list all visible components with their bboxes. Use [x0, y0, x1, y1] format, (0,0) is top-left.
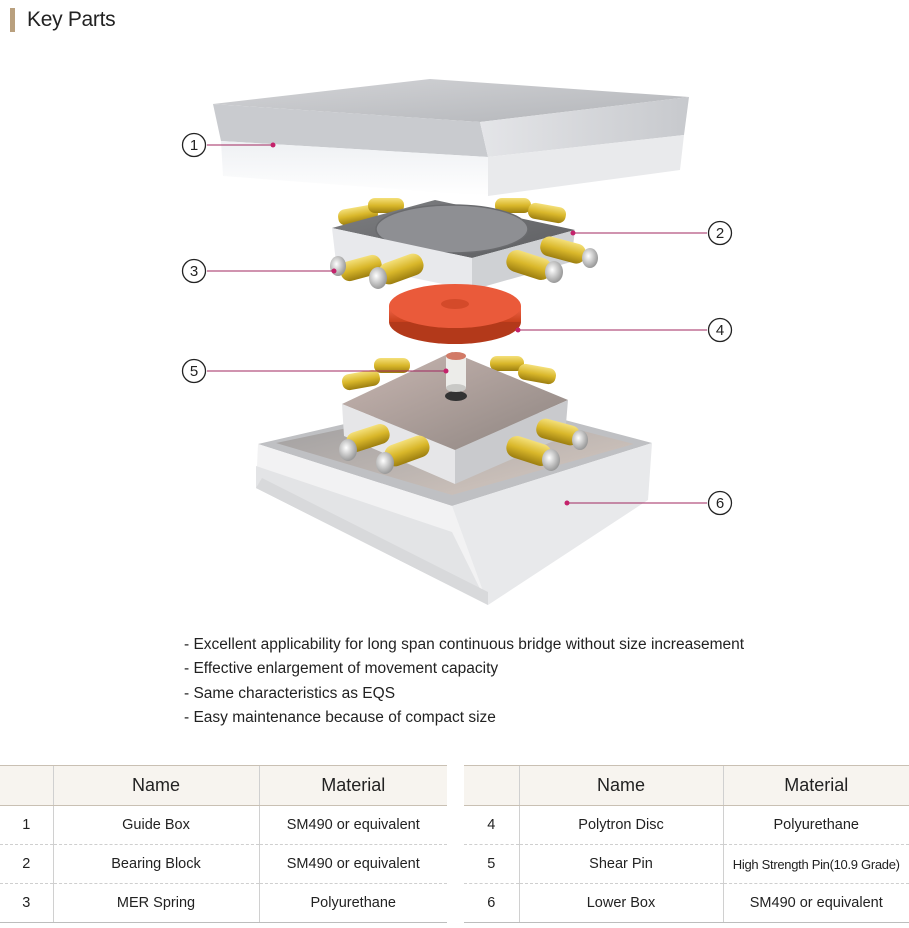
- shear-pin-part: [446, 352, 466, 392]
- callout-3: 3: [181, 258, 337, 284]
- callout-4: 4: [515, 317, 733, 343]
- cell-name: Bearing Block: [52, 844, 259, 884]
- column-header-material: Material: [258, 765, 447, 806]
- table-row: 2 Bearing Block SM490 or equivalent: [0, 844, 447, 884]
- feature-item: - Excellent applicability for long span …: [184, 636, 745, 653]
- cell-no: 5: [464, 844, 519, 884]
- cell-name: Polytron Disc: [518, 805, 723, 845]
- page-title: Key Parts: [27, 8, 116, 31]
- parts-table-left: Name Material 1 Guide Box SM490 or equiv…: [0, 765, 447, 923]
- feature-list: - Excellent applicability for long span …: [184, 633, 744, 730]
- callout-2-label: 2: [716, 225, 724, 242]
- cell-name: MER Spring: [52, 883, 259, 923]
- column-header-no: [0, 765, 53, 806]
- parts-table-right: Name Material 4 Polytron Disc Polyuretha…: [464, 765, 909, 923]
- section-heading: Key Parts: [10, 6, 116, 34]
- cell-material: SM490 or equivalent: [258, 844, 447, 884]
- feature-item: - Easy maintenance because of compact si…: [184, 708, 496, 726]
- cell-name: Shear Pin: [518, 844, 723, 884]
- column-header-name: Name: [518, 765, 723, 806]
- callout-2: 2: [570, 220, 733, 246]
- lower-front-springs: [339, 418, 588, 474]
- table-row: 3 MER Spring Polyurethane: [0, 883, 447, 923]
- cell-no: 6: [464, 883, 519, 923]
- callout-5: 5: [181, 358, 449, 384]
- table-row: 5 Shear Pin High Strength Pin(10.9 Grade…: [464, 844, 909, 884]
- feature-item: - Effective enlargement of movement capa…: [184, 660, 499, 678]
- callout-4-label: 4: [716, 322, 724, 339]
- callout-1: 1: [181, 132, 276, 158]
- lower-springs: [342, 356, 556, 391]
- cell-no: 3: [0, 883, 53, 923]
- guide-box-part: [213, 79, 689, 196]
- column-header-material: Material: [722, 765, 909, 806]
- cell-material: SM490 or equivalent: [258, 805, 447, 845]
- column-header-no: [464, 765, 519, 806]
- column-header-name: Name: [52, 765, 259, 806]
- cell-material: SM490 or equivalent: [722, 883, 909, 923]
- bearing-block-part: [330, 198, 598, 290]
- callout-5-label: 5: [190, 363, 198, 380]
- cell-name: Guide Box: [52, 805, 259, 845]
- feature-item: - Same characteristics as EQS: [184, 684, 396, 702]
- callout-3-label: 3: [190, 263, 198, 280]
- table-row: 1 Guide Box SM490 or equivalent: [0, 805, 447, 845]
- table-header-row: Name Material: [0, 765, 447, 806]
- callout-6-label: 6: [716, 495, 724, 512]
- cell-material: High Strength Pin(10.9 Grade): [722, 844, 909, 884]
- exploded-bearing-diagram: 1 2 3 4 5 6: [181, 79, 733, 605]
- table-header-row: Name Material: [464, 765, 909, 806]
- cell-name: Lower Box: [518, 883, 723, 923]
- callout-1-label: 1: [190, 137, 198, 154]
- cell-no: 4: [464, 805, 519, 845]
- cell-no: 2: [0, 844, 53, 884]
- cell-no: 1: [0, 805, 53, 845]
- polytron-disc-part: [389, 284, 521, 344]
- callout-6: 6: [564, 490, 733, 516]
- cell-material: Polyurethane: [722, 805, 909, 845]
- table-row: 6 Lower Box SM490 or equivalent: [464, 883, 909, 923]
- table-row: 4 Polytron Disc Polyurethane: [464, 805, 909, 845]
- cell-material: Polyurethane: [258, 883, 447, 923]
- heading-accent-bar: [10, 8, 15, 32]
